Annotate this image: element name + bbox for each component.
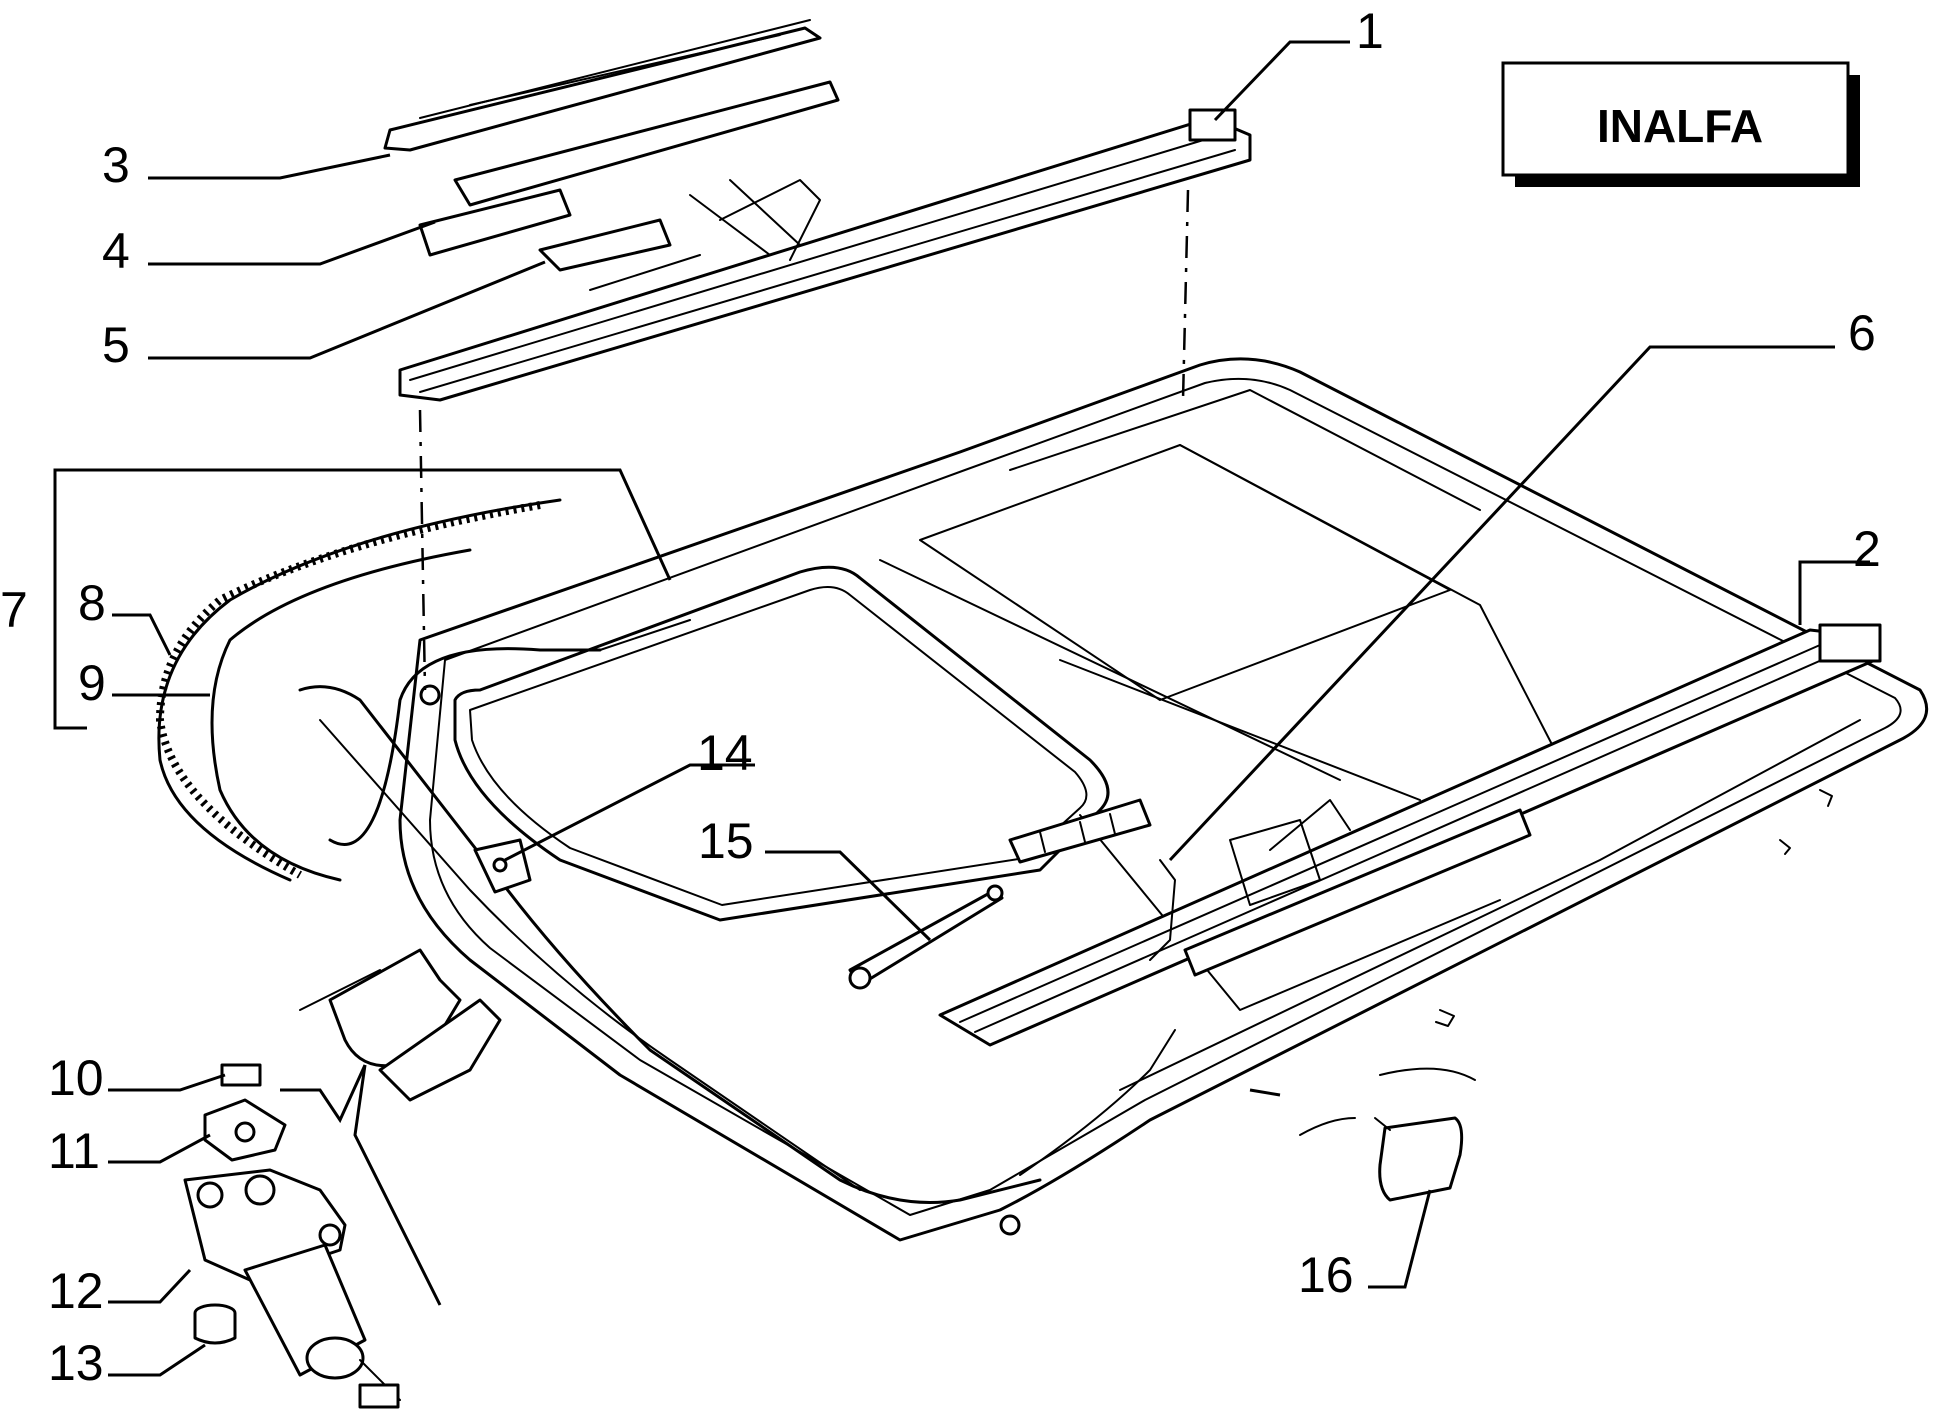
deflector-assembly xyxy=(383,19,840,291)
callout-13: 13 xyxy=(48,1335,104,1391)
callout-labels: 1 2 3 4 5 6 7 8 9 10 11 12 13 14 15 16 xyxy=(0,3,1881,1391)
callout-1: 1 xyxy=(1356,3,1384,59)
callout-15: 15 xyxy=(698,813,754,869)
callout-7: 7 xyxy=(0,582,28,638)
rear-guide-rail xyxy=(938,623,1882,1047)
callout-14: 14 xyxy=(697,725,753,781)
callout-11: 11 xyxy=(48,1123,100,1179)
brand-box: INALFA xyxy=(1501,61,1860,187)
callout-4: 4 xyxy=(102,223,130,279)
callout-3: 3 xyxy=(102,137,130,193)
lower-mount-bracket xyxy=(299,948,502,1102)
callout-5: 5 xyxy=(102,317,130,373)
assembly-lines xyxy=(418,189,1476,1136)
callout-10: 10 xyxy=(48,1050,104,1106)
roof-frame xyxy=(298,357,1929,1242)
callout-16: 16 xyxy=(1298,1247,1354,1303)
front-guide-rail xyxy=(398,108,1252,402)
motor-bushing xyxy=(193,1303,237,1345)
leader-lines xyxy=(53,40,1870,1377)
callout-8: 8 xyxy=(78,575,106,631)
rear-bracket xyxy=(1008,798,1176,961)
front-clip xyxy=(473,838,532,894)
end-cap xyxy=(1374,1116,1464,1202)
callout-6: 6 xyxy=(1848,305,1876,361)
callout-2: 2 xyxy=(1853,521,1881,577)
brand-label: INALFA xyxy=(1597,100,1763,152)
motor-clip xyxy=(220,1063,262,1087)
callout-9: 9 xyxy=(78,655,106,711)
callout-12: 12 xyxy=(48,1263,104,1319)
drive-cables xyxy=(155,498,691,882)
sunroof-motor xyxy=(183,1168,401,1409)
motor-bracket xyxy=(203,1098,287,1162)
